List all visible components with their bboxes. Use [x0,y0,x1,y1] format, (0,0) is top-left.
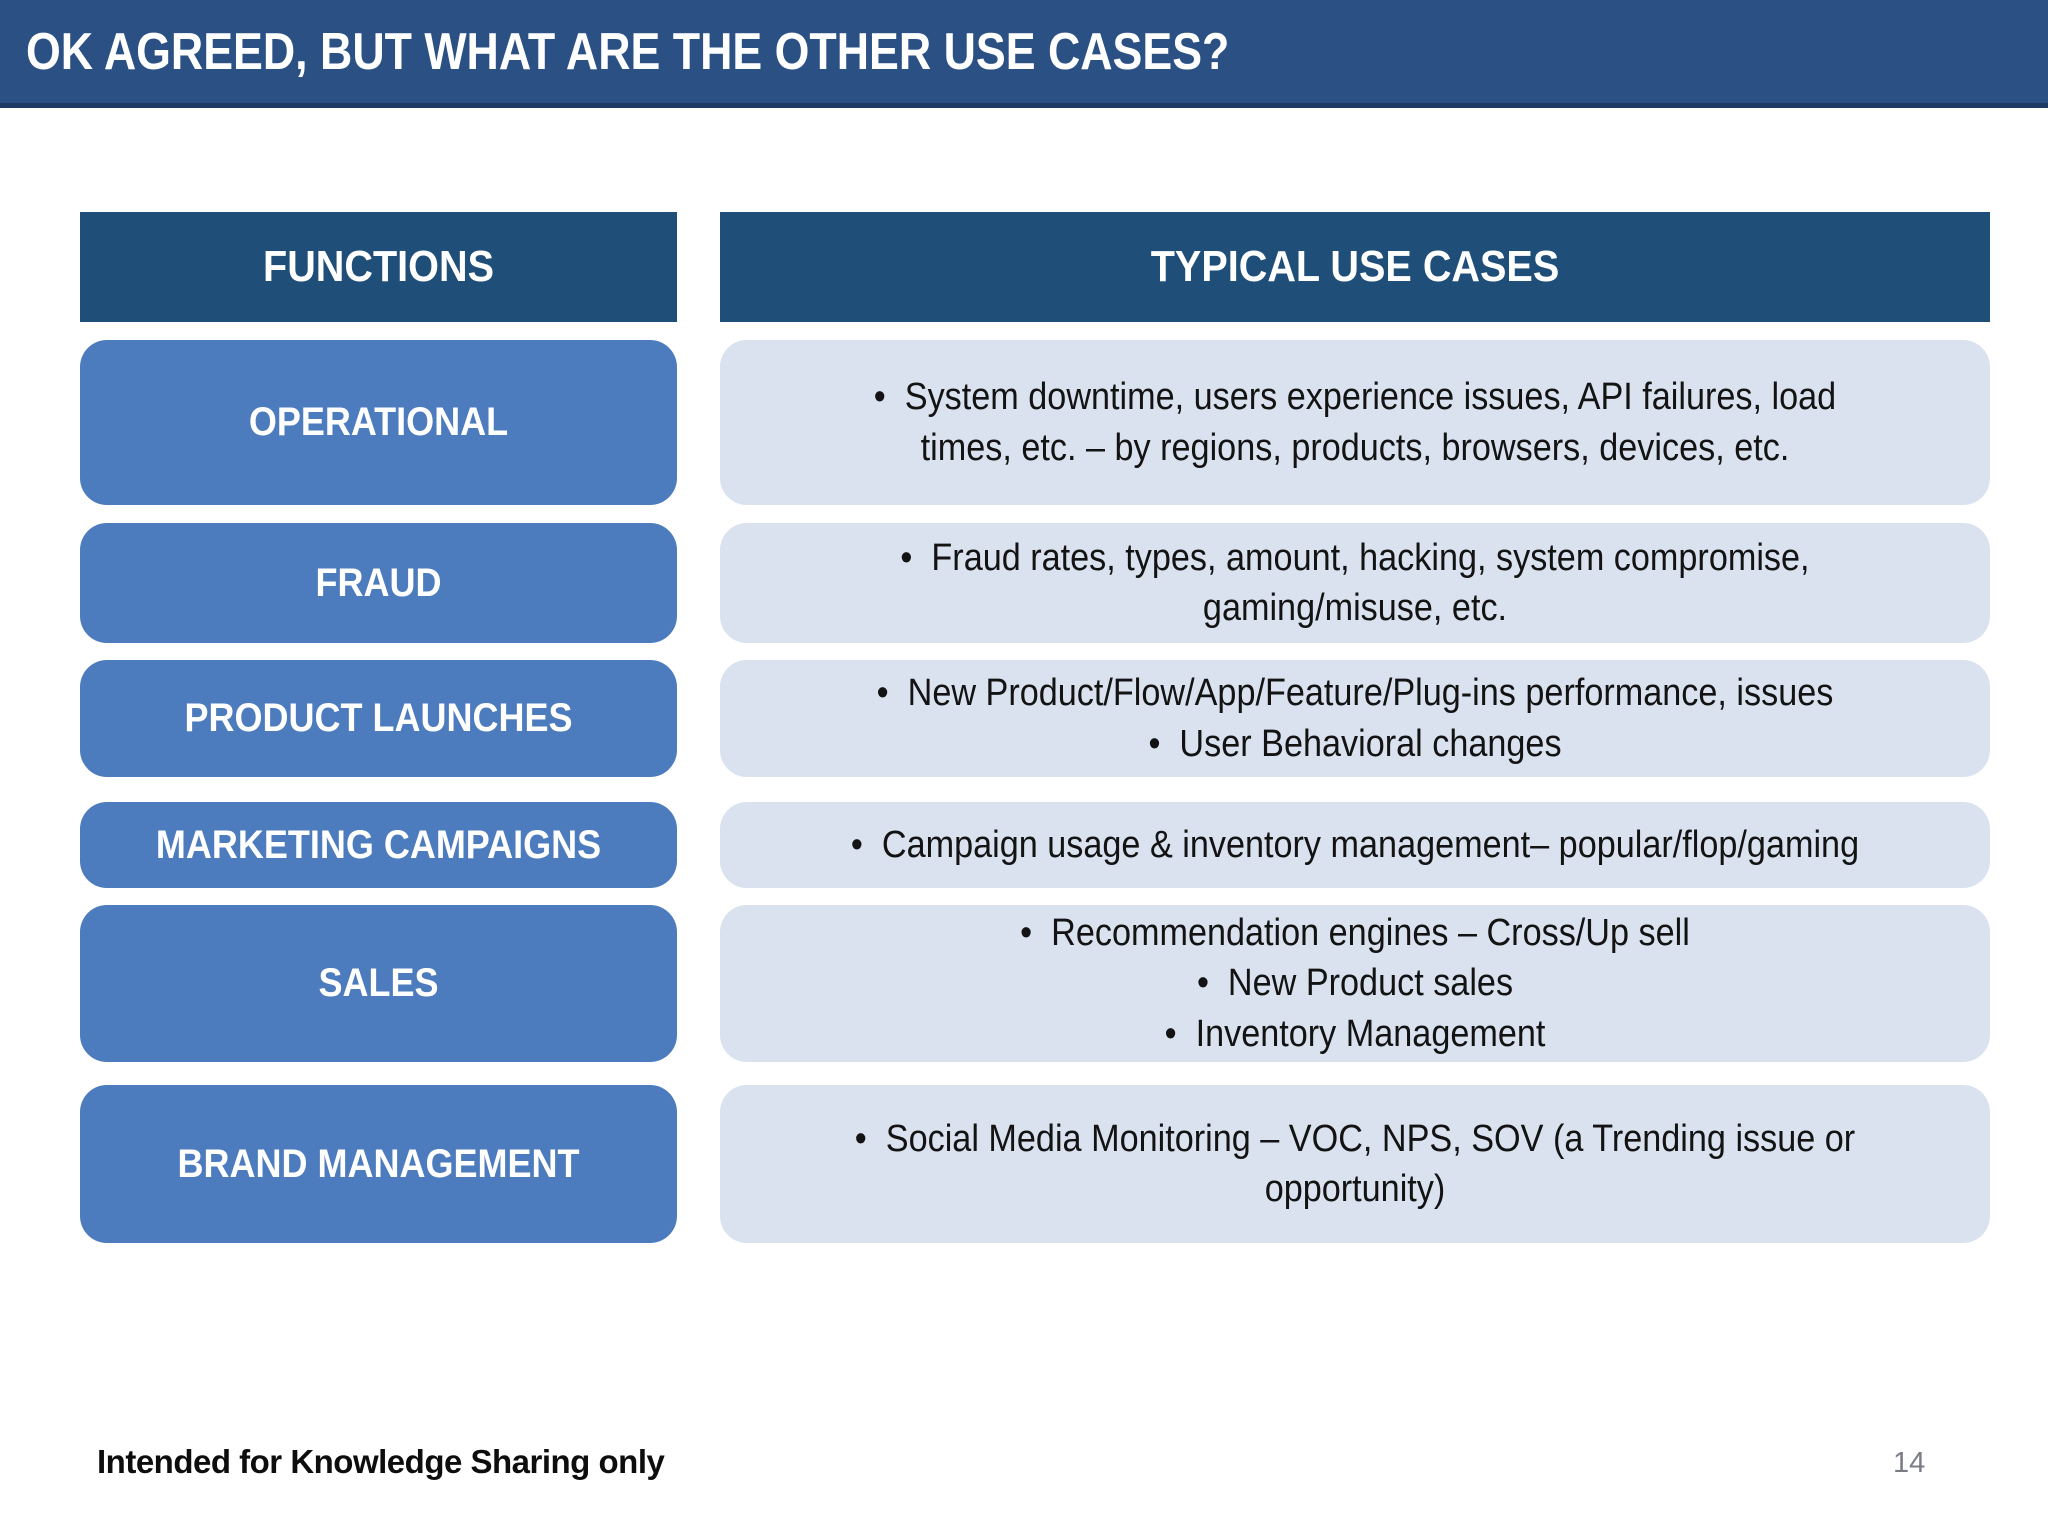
table-row-sales: SALES Recommendation engines – Cross/Up … [80,905,1990,1062]
function-label: SALES [318,961,439,1005]
function-label: MARKETING CAMPAIGNS [155,822,602,867]
table-row-brand-management: BRAND MANAGEMENT Social Media Monitoring… [80,1085,1990,1243]
table-row-operational: OPERATIONAL System downtime, users exper… [80,340,1990,505]
function-pill-fraud: FRAUD [80,523,677,643]
function-pill-marketing-campaigns: MARKETING CAMPAIGNS [80,802,677,888]
function-label: BRAND MANAGEMENT [177,1141,580,1186]
table-row-marketing-campaigns: MARKETING CAMPAIGNS Campaign usage & inv… [80,802,1990,888]
function-pill-sales: SALES [80,905,677,1062]
bullet-item: Inventory Management [807,1009,1903,1059]
page-number: 14 [1893,1447,1926,1479]
use-case-box-brand-management: Social Media Monitoring – VOC, NPS, SOV … [720,1085,1990,1243]
bullet-item: System downtime, users experience issues… [807,372,1903,472]
use-cases-header-label: TYPICAL USE CASES [1150,242,1560,291]
use-case-box-product-launches: New Product/Flow/App/Feature/Plug-ins pe… [720,660,1990,777]
function-label: OPERATIONAL [248,400,509,444]
function-pill-operational: OPERATIONAL [80,340,677,505]
use-case-box-marketing-campaigns: Campaign usage & inventory management– p… [720,802,1990,888]
use-case-box-sales: Recommendation engines – Cross/Up sell N… [720,905,1990,1062]
use-case-box-fraud: Fraud rates, types, amount, hacking, sys… [720,523,1990,643]
bullet-item: New Product/Flow/App/Feature/Plug-ins pe… [807,668,1903,718]
functions-use-cases-table: FUNCTIONS TYPICAL USE CASES OPERATIONAL … [80,212,1990,1243]
function-pill-product-launches: PRODUCT LAUNCHES [80,660,677,777]
functions-header-label: FUNCTIONS [263,242,494,291]
slide-title: OK AGREED, BUT WHAT ARE THE OTHER USE CA… [26,22,1230,81]
bullet-item: Recommendation engines – Cross/Up sell [807,908,1903,958]
bullet-item: Fraud rates, types, amount, hacking, sys… [807,533,1903,633]
function-label: PRODUCT LAUNCHES [184,696,573,740]
use-cases-column-header: TYPICAL USE CASES [720,212,1990,322]
use-case-box-operational: System downtime, users experience issues… [720,340,1990,505]
table-row-fraud: FRAUD Fraud rates, types, amount, hackin… [80,523,1990,643]
bullet-item: User Behavioral changes [807,719,1903,769]
bullet-item: Social Media Monitoring – VOC, NPS, SOV … [807,1114,1903,1214]
functions-column-header: FUNCTIONS [80,212,677,322]
function-pill-brand-management: BRAND MANAGEMENT [80,1085,677,1243]
table-header-row: FUNCTIONS TYPICAL USE CASES [80,212,1990,322]
confidentiality-note: Intended for Knowledge Sharing only [97,1443,665,1480]
table-row-product-launches: PRODUCT LAUNCHES New Product/Flow/App/Fe… [80,660,1990,777]
function-label: FRAUD [315,560,442,605]
bullet-item: Campaign usage & inventory management– p… [807,820,1903,870]
bullet-item: New Product sales [807,958,1903,1008]
slide-title-bar: OK AGREED, BUT WHAT ARE THE OTHER USE CA… [0,0,2048,108]
